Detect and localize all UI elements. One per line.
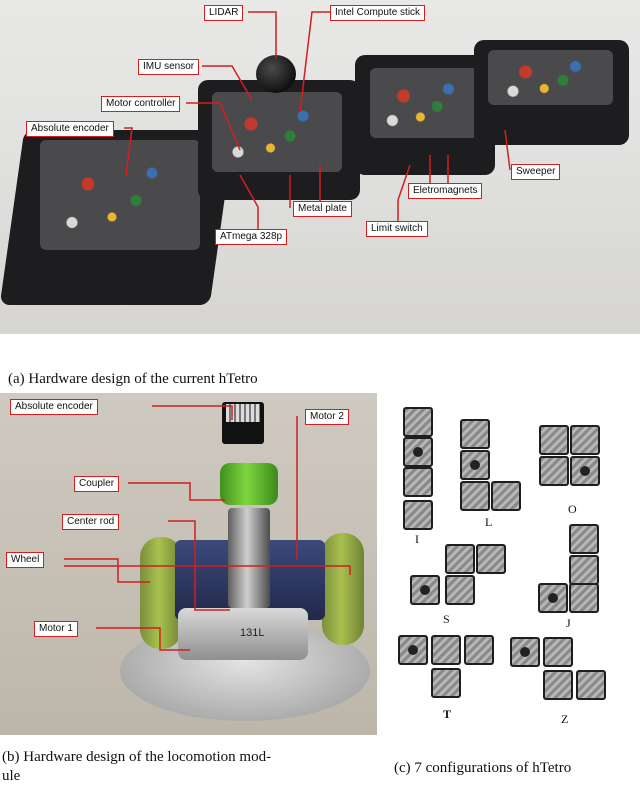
config-label-s: S xyxy=(443,612,450,626)
tile-s-2 xyxy=(476,544,506,574)
tile-j-3 xyxy=(538,583,568,613)
label-lidar: LIDAR xyxy=(204,5,244,21)
tile-z-1 xyxy=(510,637,540,667)
label-intel-compute-stick: Intel Compute stick xyxy=(330,5,426,21)
config-label-z: Z xyxy=(561,712,569,726)
tile-i-3 xyxy=(403,467,433,497)
label-imu-sensor: IMU sensor xyxy=(138,59,200,75)
tile-o-4 xyxy=(570,456,600,486)
electronics-right xyxy=(488,50,613,105)
tile-t-3 xyxy=(464,635,494,665)
label-sweeper: Sweeper xyxy=(511,164,561,180)
tile-j-2 xyxy=(569,555,599,585)
wheel-right xyxy=(322,533,364,645)
caption-c: (c) 7 configurations of hTetro xyxy=(394,760,572,776)
label-center-rod: Center rod xyxy=(62,514,120,530)
tile-t-1 xyxy=(398,635,428,665)
label-motor-1: Motor 1 xyxy=(34,621,78,637)
label-motor-controller: Motor controller xyxy=(101,96,181,112)
label-atmega: ATmega 328p xyxy=(215,229,288,245)
tile-l-2 xyxy=(460,450,490,480)
config-label-l: L xyxy=(485,515,493,529)
tile-s-1 xyxy=(445,544,475,574)
label-absolute-encoder-a: Absolute encoder xyxy=(26,121,114,137)
electronics-right-center xyxy=(370,68,482,138)
electronics-left xyxy=(40,140,200,250)
config-label-i: I xyxy=(415,532,419,546)
label-electromagnets: Eletromagnets xyxy=(408,183,483,199)
tile-z-2 xyxy=(543,637,573,667)
config-label-o: O xyxy=(568,502,577,516)
tile-i-1 xyxy=(403,407,433,437)
tile-j-4 xyxy=(569,583,599,613)
tile-t-2 xyxy=(431,635,461,665)
config-label-j: J xyxy=(566,616,571,630)
coupler xyxy=(220,463,278,505)
tile-l-4 xyxy=(491,481,521,511)
label-metal-plate: Metal plate xyxy=(293,201,352,217)
tile-o-1 xyxy=(539,425,569,455)
caption-a: (a) Hardware design of the current hTetr… xyxy=(8,371,258,387)
tile-o-3 xyxy=(539,456,569,486)
label-absolute-encoder-b: Absolute encoder xyxy=(10,399,98,415)
tile-s-3 xyxy=(410,575,440,605)
encoder-pins xyxy=(226,404,260,422)
motor-part-number: 131L xyxy=(240,627,265,639)
lidar-sensor xyxy=(256,55,296,93)
tile-i-2 xyxy=(403,437,433,467)
tile-s-4 xyxy=(445,575,475,605)
label-limit-switch: Limit switch xyxy=(366,221,428,237)
caption-b-line1: (b) Hardware design of the locomotion mo… xyxy=(2,749,272,765)
label-wheel: Wheel xyxy=(6,552,45,568)
tile-o-2 xyxy=(570,425,600,455)
electronics-center xyxy=(212,92,342,172)
center-rod xyxy=(228,508,270,608)
tile-l-1 xyxy=(460,419,490,449)
motor-1-body xyxy=(178,608,308,660)
config-label-t: T xyxy=(443,707,452,721)
tile-t-4 xyxy=(431,668,461,698)
tile-z-4 xyxy=(576,670,606,700)
label-motor-2: Motor 2 xyxy=(305,409,349,425)
tile-z-3 xyxy=(543,670,573,700)
caption-b-line2: ule xyxy=(2,768,21,784)
tile-i-4 xyxy=(403,500,433,530)
tile-j-1 xyxy=(569,524,599,554)
tile-l-3 xyxy=(460,481,490,511)
label-coupler: Coupler xyxy=(74,476,120,492)
